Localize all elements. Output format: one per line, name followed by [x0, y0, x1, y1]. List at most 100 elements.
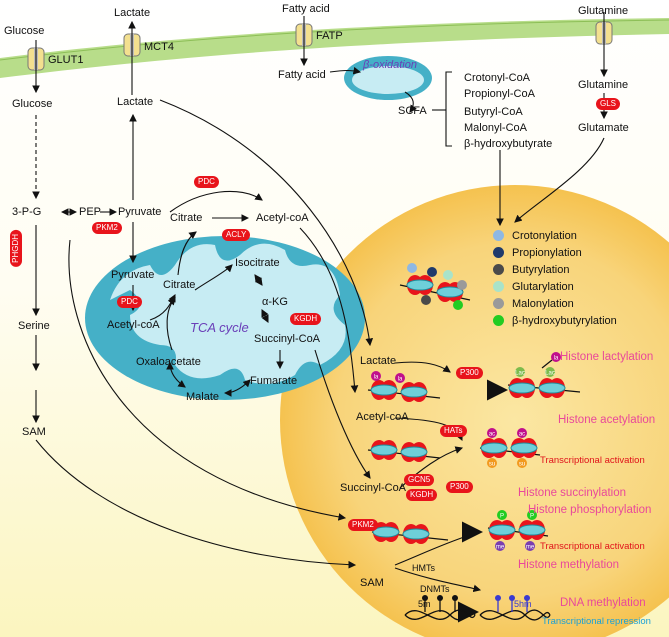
transcriptional-activation-label-2: Transcriptional activation	[540, 541, 645, 552]
lac-mark-text: Lac	[515, 371, 525, 377]
legend-swatch	[493, 298, 504, 309]
legend-label: Crotonylation	[512, 230, 577, 242]
ac-mark	[487, 428, 497, 438]
legend-swatch	[493, 230, 504, 241]
la-mark-text: la	[398, 377, 403, 383]
nucleosome	[400, 442, 428, 462]
glut1-label: GLUT1	[48, 54, 84, 66]
pdc-enzyme: PDC	[194, 176, 219, 188]
mito-acetyl-coa-label: Acetyl-coA	[107, 319, 160, 331]
3pg-label: 3-P-G	[12, 206, 42, 218]
histone-acetylation-label: Histone acetylation	[558, 414, 656, 426]
cell-membrane	[0, 18, 669, 78]
fumarate-label: Fumarate	[250, 375, 298, 387]
la-mark-text: la	[554, 356, 559, 362]
legend-swatch	[493, 247, 504, 258]
ac-mark-text: ac	[519, 432, 525, 438]
mito-citrate-label: Citrate	[163, 279, 196, 291]
su-mark-text: su	[489, 462, 495, 468]
isocitrate-label: Isocitrate	[235, 257, 280, 269]
la-mark-text: la	[374, 375, 379, 381]
p-mark-text: P	[530, 514, 534, 520]
hmts-label: HMTs	[412, 563, 435, 573]
malate-label: Malate	[186, 391, 220, 403]
histone-methylation-label: Histone methylation	[518, 559, 619, 571]
nucleosome	[402, 524, 430, 544]
gls-enzyme: GLS	[596, 98, 621, 110]
me-mark-text: me	[496, 545, 505, 551]
serine-label: Serine	[18, 320, 50, 332]
nucleosome	[508, 378, 536, 398]
akg-label: α-KG	[262, 296, 288, 308]
mark-5hm-label: 5hm	[514, 599, 532, 609]
legend-swatch	[493, 315, 504, 326]
succinyl-coa-label: Succinyl-CoA	[254, 333, 321, 345]
fatty-acid-label: Fatty acid	[278, 69, 326, 81]
p-mark	[527, 510, 537, 520]
scfa-item: β-hydroxybutyrate	[464, 138, 553, 150]
nucleosome	[518, 520, 546, 540]
nucleosome	[538, 378, 566, 398]
lactate-label: Lactate	[117, 96, 154, 108]
legend-label: Glutarylation	[512, 281, 574, 293]
scfa-item: Propionyl-CoA	[464, 88, 535, 100]
dna-methylation-label: DNA methylation	[560, 597, 646, 609]
nucleus-succinyl-coa-label: Succinyl-CoA	[340, 482, 407, 494]
lac-mark	[545, 367, 555, 377]
pep-label: PEP	[79, 206, 102, 218]
histone-lactylation-label: Histone lactylation	[560, 351, 654, 363]
nucleosome	[488, 520, 516, 540]
acylation-mark	[453, 300, 463, 310]
su-mark	[517, 458, 527, 468]
nucleus-kgdh-enzyme: KGDH	[406, 489, 438, 501]
histone-phosphorylation-label: Histone phosphorylation	[528, 504, 652, 516]
dna-helix	[404, 600, 551, 621]
mito-pyruvate-label: Pyruvate	[111, 269, 155, 281]
legend-label: Propionylation	[512, 247, 582, 259]
beta-oxidation-label: β-oxidation	[363, 59, 417, 71]
mito-pdc-enzyme: PDC	[117, 296, 142, 308]
ac-mark-text: ac	[489, 432, 495, 438]
acly-enzyme: ACLY	[222, 229, 251, 241]
acylation-mark	[457, 280, 467, 290]
p-mark-text: P	[500, 514, 504, 520]
citrate-label: Citrate	[170, 212, 203, 224]
legend-label: Malonylation	[512, 298, 574, 310]
scfa-label: SCFA	[398, 105, 427, 117]
legend-swatch	[493, 281, 504, 292]
acylation-mark	[421, 295, 431, 305]
sam-label: SAM	[22, 426, 46, 438]
gcn5-enzyme: GCN5	[404, 474, 435, 486]
fatp-label: FATP	[316, 30, 343, 42]
legend-swatch	[493, 264, 504, 275]
glucose-outside-label: Glucose	[4, 25, 45, 37]
la-mark	[551, 352, 561, 362]
glucose-label: Glucose	[12, 98, 53, 110]
la-mark	[371, 371, 381, 381]
lactate-outside-label: Lactate	[114, 7, 151, 19]
lac-mark	[515, 367, 525, 377]
p-mark	[497, 510, 507, 520]
lac-mark-text: Lac	[545, 371, 555, 377]
acylation-mark	[407, 263, 417, 273]
acylation-nucleosome	[406, 275, 434, 295]
nucleus-acetyl-coa-label: Acetyl-coA	[356, 411, 409, 423]
legend-label: β-hydroxybutyrylation	[512, 315, 617, 327]
nucleosome	[370, 380, 398, 400]
oxaloacetate-label: Oxaloacetate	[136, 356, 201, 368]
me-mark	[525, 541, 535, 551]
p300-enzyme-2: P300	[446, 481, 473, 493]
scfa-item: Malonyl-CoA	[464, 122, 527, 134]
mark-5m-label: 5m	[418, 599, 431, 609]
p300-enzyme: P300	[456, 367, 483, 379]
su-mark-text: su	[519, 462, 525, 468]
nucleus-pkm2-enzyme: PKM2	[348, 519, 378, 531]
transcriptional-activation-label: Transcriptional activation	[540, 455, 645, 466]
fatty-acid-outside-label: Fatty acid	[282, 3, 330, 15]
me-mark-text: me	[526, 545, 535, 551]
phgdh-enzyme: PHGDH	[10, 230, 22, 267]
dnmts-label: DNMTs	[420, 584, 450, 594]
histone-succinylation-label: Histone succinylation	[518, 487, 627, 499]
su-mark	[487, 458, 497, 468]
